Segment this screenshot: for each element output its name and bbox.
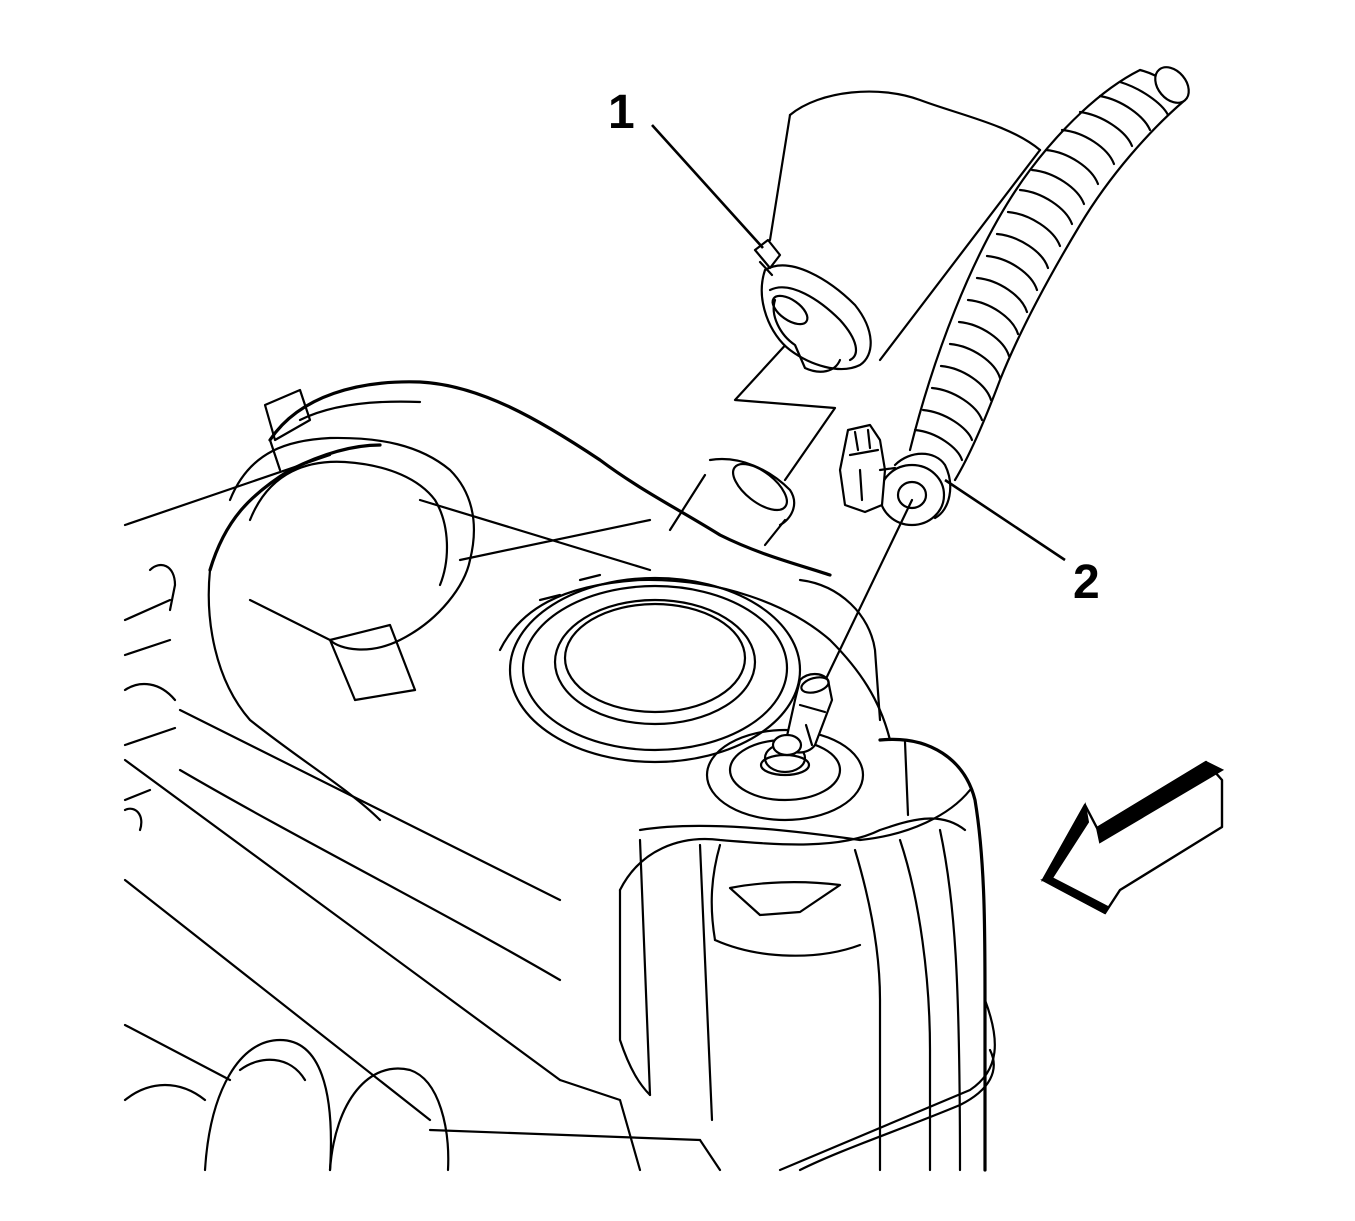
callout-label-1: 1	[608, 86, 635, 139]
callout-label-2: 2	[1073, 556, 1100, 609]
filler-neck	[668, 90, 1042, 547]
vent-nipple	[771, 498, 914, 757]
vent-hose	[838, 66, 1190, 527]
hose-clamp	[753, 238, 872, 373]
leader-line-1	[651, 124, 764, 249]
leader-lines	[651, 124, 1066, 562]
leader-line-2	[944, 478, 1066, 562]
view-direction-arrow-icon	[1040, 760, 1225, 915]
fuel-tank	[123, 380, 996, 1172]
